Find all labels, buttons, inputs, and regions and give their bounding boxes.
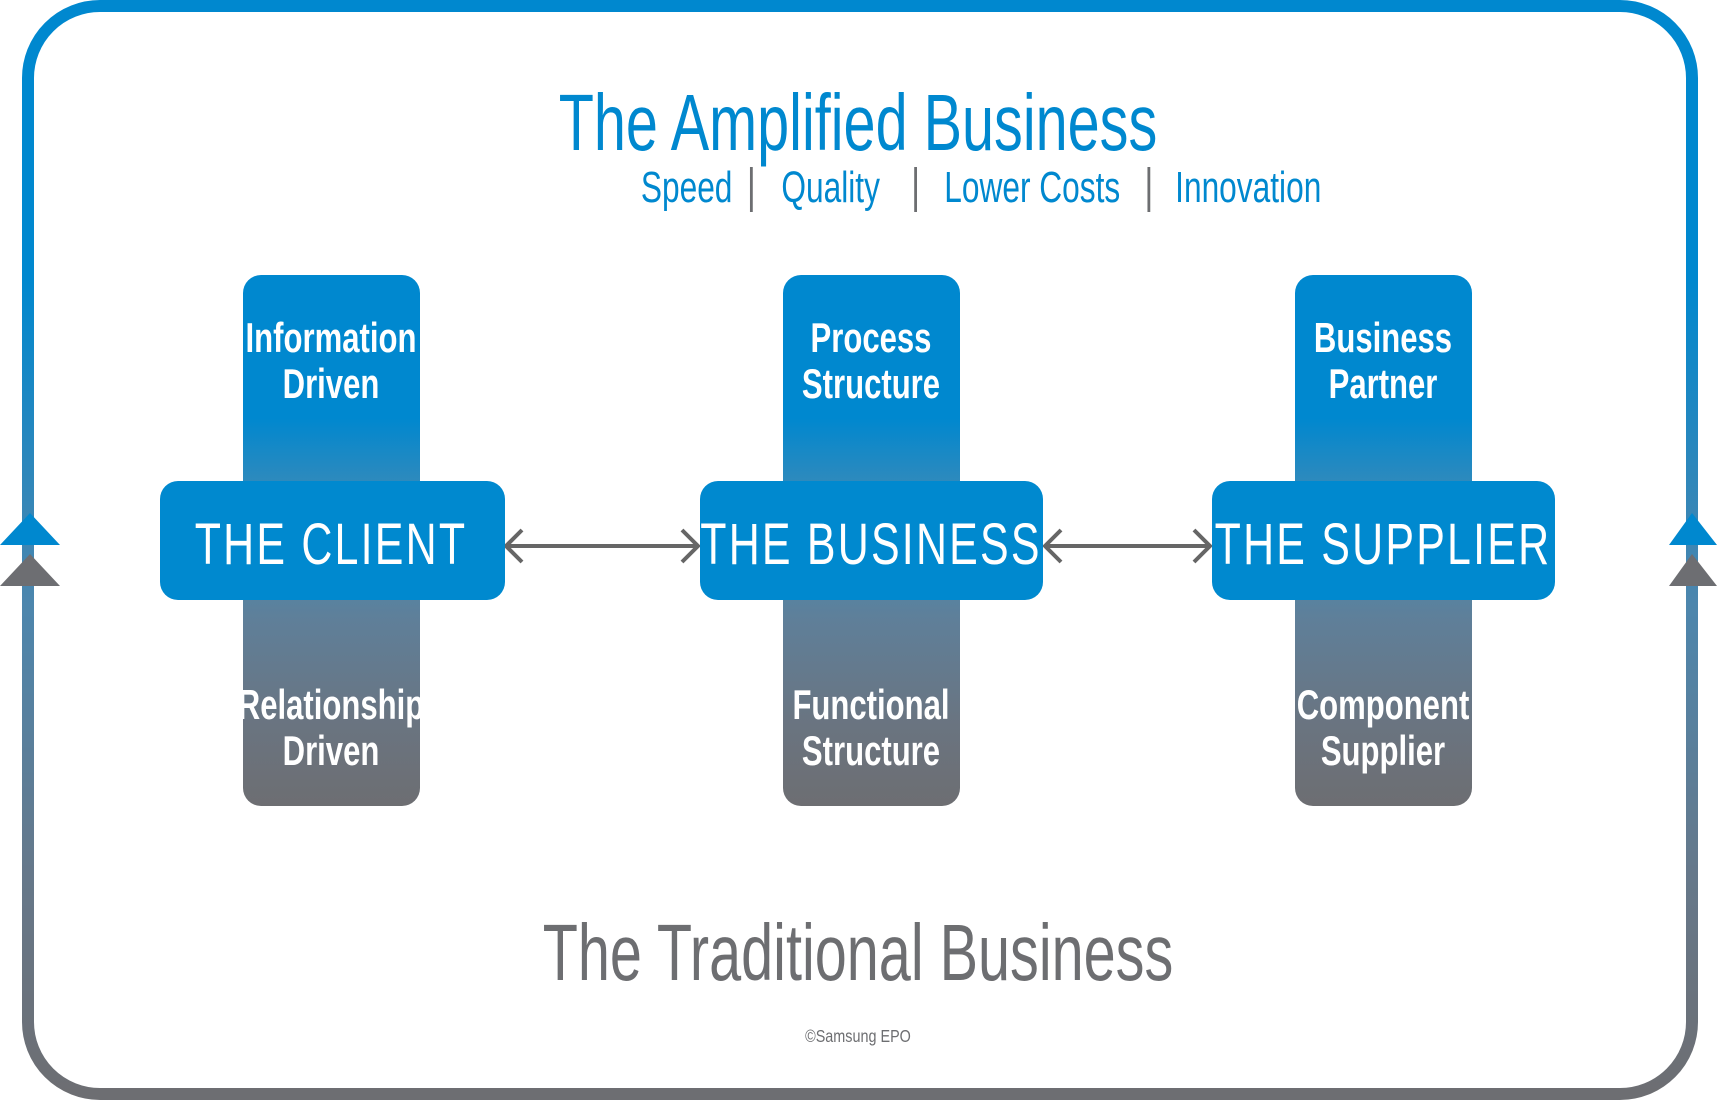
top-line-2: Structure [802,360,940,407]
subtitle: Speed | Quality | Lower Costs | Innovati… [641,158,1321,212]
triangle-up-gray-icon [0,554,60,586]
entity-label: THE CLIENT [195,512,468,577]
bottom-line-1: Relationship [238,681,424,728]
subtitle-item-quality: Quality [781,163,880,212]
entity-label: THE SUPPLIER [1215,512,1552,577]
entity-client: Information Driven THE CLIENT Relationsh… [160,275,505,806]
connector-business-supplier [1042,528,1213,564]
entity-box [700,481,1043,600]
copyright: ©Samsung EPO [805,1027,911,1047]
footer-title: The Traditional Business [543,908,1174,998]
connector-client-business [503,528,701,564]
bottom-line-2: Supplier [1321,727,1445,774]
triangle-up-blue-icon [1669,513,1717,545]
subtitle-separator: | [911,158,920,212]
top-line-1: Process [811,314,932,361]
subtitle-item-innovation: Innovation [1175,163,1321,212]
triangle-up-gray-icon [1669,554,1717,586]
entity-business: Process Structure THE BUSINESS Functiona… [700,275,1043,806]
arrowhead-right [680,528,701,564]
subtitle-item-lower-costs: Lower Costs [944,163,1120,212]
entity-supplier: Business Partner THE SUPPLIER Component … [1212,275,1555,806]
entity-box [1212,481,1555,600]
triangle-up-blue-icon [0,513,60,545]
subtitle-separator: | [1144,158,1153,212]
entity-box [160,481,505,600]
subtitle-item-speed: Speed [641,163,733,212]
title: The Amplified Business [559,78,1158,168]
arrowhead-right [1192,528,1213,564]
bottom-line-1: Component [1297,681,1470,728]
top-line-2: Partner [1329,360,1438,407]
bottom-line-1: Functional [792,681,949,728]
arrowhead-left [503,528,524,564]
subtitle-separator: | [747,158,756,212]
entity-label: THE BUSINESS [700,512,1041,577]
top-line-2: Driven [283,360,380,407]
arrowhead-left [1042,528,1063,564]
bottom-line-2: Structure [802,727,940,774]
outer-frame [22,0,1698,1100]
top-line-1: Information [246,314,417,361]
top-line-1: Business [1314,314,1452,361]
bottom-line-2: Driven [283,727,380,774]
